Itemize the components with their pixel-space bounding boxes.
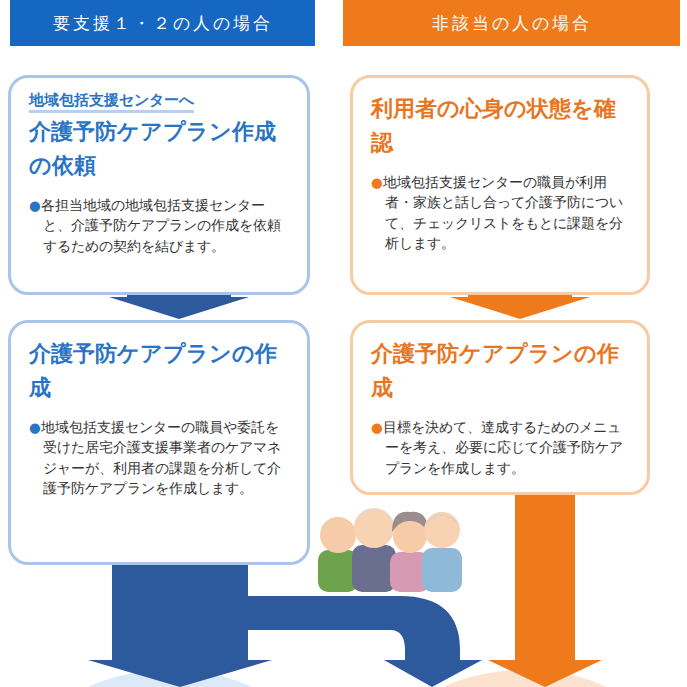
body-text: ●地域包括支援センターの職員や委託を受けた居宅介護支援事業者のケアマネジャーが、…: [29, 417, 291, 498]
step-box: 介護予防ケアプランの作成 ●地域包括支援センターの職員や委託を受けた居宅介護支援事…: [8, 320, 310, 565]
body-text: ●各担当地域の地域包括支援センターと、介護予防ケアプランの作成を依頼するための契…: [29, 195, 291, 256]
step-box: 地域包括支援センターへ介護予防ケアプラン作成の依頼 ●各担当地域の地域包括支援セン…: [8, 75, 310, 295]
step-box: 介護予防ケアプランの作成 ●目標を決めて、達成するためのメニューを考え、必要に応じ…: [350, 320, 650, 495]
box-subheading: 地域包括支援センターへ: [29, 91, 194, 113]
box-heading: 利用者の心身の状態を確認: [371, 92, 631, 160]
box-heading: 介護予防ケアプラン作成の依頼: [29, 115, 291, 183]
header-band: 非該当の人の場合: [343, 0, 680, 46]
box-heading: 介護予防ケアプランの作成: [371, 337, 631, 405]
body-text: ●地域包括支援センターの職員が利用者・家族と話し合って介護予防について、チェック…: [371, 172, 631, 253]
header-band: 要支援１・２の人の場合: [10, 0, 315, 46]
header-text: 非該当の人の場合: [432, 12, 592, 35]
box-heading: 介護予防ケアプランの作成: [29, 337, 291, 405]
orange-pipe: [488, 480, 602, 687]
flow-arrow: [109, 293, 249, 319]
step-box: 利用者の心身の状態を確認 ●地域包括支援センターの職員が利用者・家族と話し合って介…: [350, 75, 650, 295]
header-text: 要支援１・２の人の場合: [53, 12, 273, 35]
body-text: ●目標を決めて、達成するためのメニューを考え、必要に応じて介護予防ケアプランを作…: [371, 417, 631, 478]
flow-arrow: [450, 293, 590, 319]
elderly-illustration: [318, 508, 462, 592]
